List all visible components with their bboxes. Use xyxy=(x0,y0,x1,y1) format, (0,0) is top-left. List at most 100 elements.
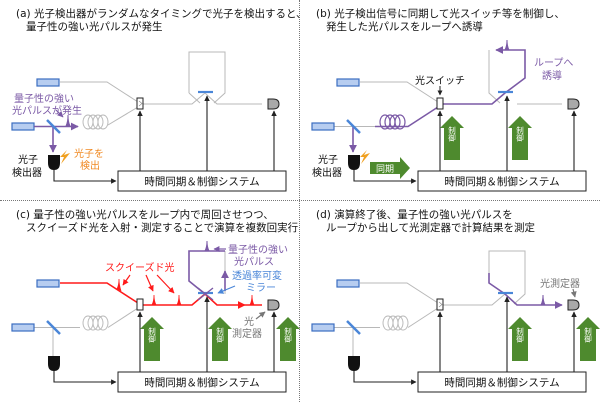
system-box xyxy=(417,170,587,192)
pulse-route xyxy=(349,46,526,153)
optical-meter-icon xyxy=(567,98,580,110)
label-switch: 光スイッチ xyxy=(415,74,465,87)
laser-upper-icon xyxy=(336,78,360,87)
pulse-spike-icon xyxy=(204,240,210,252)
laser-upper-icon xyxy=(336,279,360,288)
caption-line-1: (a) 光子検出器がランダムなタイミングで光子を検出すると、 xyxy=(16,8,307,20)
caption-line-2: 発生した光パルスをループへ誘導 xyxy=(326,21,483,33)
optical-switch-icon xyxy=(136,97,144,110)
control-lines xyxy=(53,296,277,385)
caption-line-1: (b) 光子検出信号に同期して光スイッチ等を制御し、 xyxy=(316,8,565,20)
meter-pointer-arrow xyxy=(570,288,577,298)
beam-splitter-icon xyxy=(46,119,61,134)
beam-splitter-icon xyxy=(346,320,361,335)
control-arrow-mirror: 制御 xyxy=(208,317,232,361)
panel-d-caption: (d) 演算終了後、量子性の強い光パルスを ループから出して光測定器で計算結果を… xyxy=(316,209,535,235)
caption-line-2: ループから出して光測定器で計算結果を測定 xyxy=(326,222,536,234)
panel-c: (c) 量子性の強い光パルスをループ内で周回させつつ、 スクイーズド光を入射・測… xyxy=(0,201,300,402)
label-meter-2: 測定器 xyxy=(232,327,262,340)
label-loop-1: ループへ xyxy=(534,57,573,69)
label-detect-1: 光子を xyxy=(74,147,104,160)
label-meter-1: 光 xyxy=(244,315,254,328)
control-label: 制御 xyxy=(283,326,292,344)
panel-a-diagram: 時間同期＆制御システム 量子性の強い 光パルスが発生 光子を 検出 光子 検出器 xyxy=(11,51,287,192)
control-lines xyxy=(353,296,577,385)
label-pulse-2: 光パルス xyxy=(234,255,274,268)
laser-lower-icon xyxy=(11,323,35,332)
label-meter: 光測定器 xyxy=(540,277,580,290)
optical-meter-icon xyxy=(267,98,280,110)
control-lines xyxy=(53,95,277,184)
upper-laser-path xyxy=(60,81,139,103)
control-label: 制御 xyxy=(515,125,524,143)
panel-c-diagram: 時間同期＆制御システム 制御 制御 制御 スクイーズド光 量子性の強い 光パルス… xyxy=(11,240,300,393)
optical-switch-icon xyxy=(436,97,444,110)
control-lines xyxy=(353,95,577,184)
label-pulse-1: 量子性の強い xyxy=(228,243,288,256)
caption-line-1: (d) 演算終了後、量子性の強い光パルスを xyxy=(316,209,513,221)
control-label: 制御 xyxy=(583,326,592,344)
control-arrow-meter: 制御 xyxy=(276,317,300,361)
optical-paths xyxy=(60,51,262,126)
label-loop-2: 誘導 xyxy=(542,69,562,82)
optical-meter-icon xyxy=(267,299,280,311)
caption-line-2: スクイーズド光を入射・測定することで演算を複数回実行 xyxy=(26,222,299,234)
laser-lower-icon xyxy=(311,323,335,332)
pulse-loop xyxy=(188,250,229,295)
control-arrow-mirror: 制御 xyxy=(508,116,532,160)
control-arrow-switch: 制御 xyxy=(140,317,164,361)
vertical-divider xyxy=(299,0,300,402)
fiber-coil-icon xyxy=(379,114,406,130)
meter-pointer-arrow xyxy=(255,311,266,320)
label-detector-1: 光子 xyxy=(18,153,38,166)
fiber-to-switch-path xyxy=(107,106,139,126)
laser-lower-icon xyxy=(311,122,335,131)
beam-splitter-icon xyxy=(346,119,361,134)
photon-detector-icon xyxy=(48,356,60,371)
label-detector-2: 検出器 xyxy=(312,166,342,179)
label-detector-2: 検出器 xyxy=(12,166,42,179)
squeezed-light-path xyxy=(60,282,262,309)
label-mirror-2: ミラー xyxy=(246,282,276,294)
pulse-spike-icon xyxy=(504,39,510,51)
photon-detector-icon xyxy=(48,155,60,170)
sync-arrow: 同期 xyxy=(370,157,410,179)
label-squeezed: スクイーズド光 xyxy=(105,261,175,274)
fiber-coil-icon xyxy=(382,315,409,331)
optical-meter-icon xyxy=(567,299,580,311)
system-box xyxy=(117,371,287,393)
control-arrow-meter: 制御 xyxy=(576,317,600,361)
optical-paths xyxy=(334,50,562,127)
panel-c-caption: (c) 量子性の強い光パルスをループ内で周回させつつ、 スクイーズド光を入射・測… xyxy=(16,209,298,235)
pointer-arrow xyxy=(55,109,64,118)
mirror-cross xyxy=(197,287,214,301)
panel-a: (a) 光子検出器がランダムなタイミングで光子を検出すると、 量子性の強い光パル… xyxy=(0,0,307,201)
control-label: 制御 xyxy=(215,326,224,344)
pulse-spike-icon xyxy=(540,294,546,306)
caption-line-1: (c) 量子性の強い光パルスをループ内で周回させつつ、 xyxy=(16,209,274,221)
main-path xyxy=(143,92,262,105)
panel-b: (b) 光子検出信号に同期して光スイッチ等を制御し、 発生した光パルスをループへ… xyxy=(300,0,600,201)
pulse-spike-icon xyxy=(65,114,71,127)
beam-splitter-icon xyxy=(46,320,61,335)
lightning-icon xyxy=(60,150,70,164)
laser-upper-icon xyxy=(36,279,60,288)
panel-b-caption: (b) 光子検出信号に同期して光スイッチ等を制御し、 発生した光パルスをループへ… xyxy=(316,8,565,34)
laser-upper-icon xyxy=(36,78,60,87)
horizontal-divider xyxy=(0,200,600,201)
optical-paths xyxy=(334,250,526,356)
optical-switch-icon xyxy=(136,298,144,311)
optical-switch-icon xyxy=(436,298,444,311)
squeezed-pulses xyxy=(116,278,255,306)
control-arrow-mirror: 制御 xyxy=(508,317,532,361)
label-pulse-2: 光パルスが発生 xyxy=(12,104,82,117)
panel-d-diagram: 時間同期＆制御システム 制御 制御 光測定器 xyxy=(311,250,600,393)
fiber-coil-icon xyxy=(82,114,109,130)
control-label: 制御 xyxy=(447,125,456,143)
photon-detector-icon xyxy=(348,356,360,371)
label-detect-2: 検出 xyxy=(80,159,100,172)
fiber-coil-icon xyxy=(82,315,109,331)
panel-d: (d) 演算終了後、量子性の強い光パルスを ループから出して光測定器で計算結果を… xyxy=(300,201,600,402)
label-detector-1: 光子 xyxy=(318,153,338,166)
mirror-pointer-arrow xyxy=(217,285,236,294)
